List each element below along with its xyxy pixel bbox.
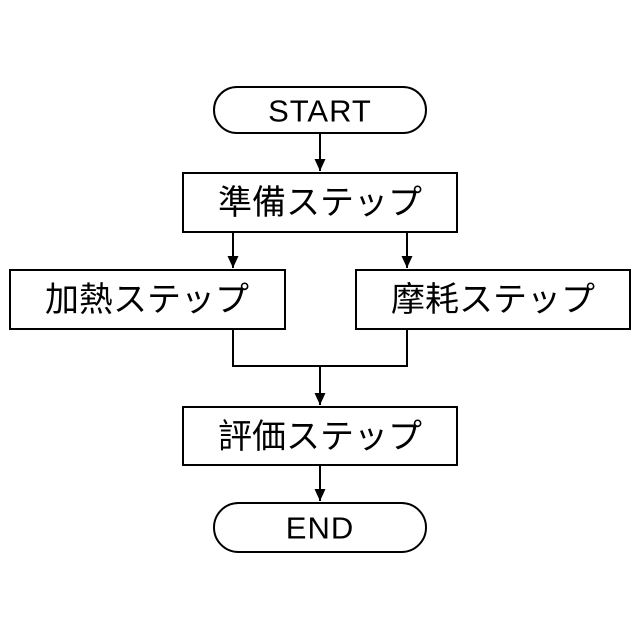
node-prepare-step: 準備ステップ	[182, 172, 458, 233]
prepare-step-shape	[182, 172, 458, 233]
edge-merge-connector	[232, 329, 408, 367]
node-wear-step: 摩耗ステップ	[355, 269, 631, 330]
prepare-step-label: 準備ステップ	[218, 184, 422, 222]
heat-step-label: 加熱ステップ	[45, 281, 249, 319]
evaluate-step-shape	[182, 406, 458, 466]
wear-step-label: 摩耗ステップ	[391, 281, 595, 319]
node-start: START	[213, 86, 427, 134]
node-heat-step: 加熱ステップ	[9, 269, 286, 330]
wear-step-shape	[355, 269, 631, 330]
node-evaluate-step: 評価ステップ	[182, 406, 458, 466]
end-label: END	[286, 511, 354, 546]
end-terminal-shape	[213, 502, 427, 553]
start-terminal-shape	[213, 86, 427, 134]
start-label: START	[268, 94, 372, 129]
node-end: END	[213, 502, 427, 553]
evaluate-step-label: 評価ステップ	[218, 418, 422, 456]
heat-step-shape	[9, 269, 286, 330]
